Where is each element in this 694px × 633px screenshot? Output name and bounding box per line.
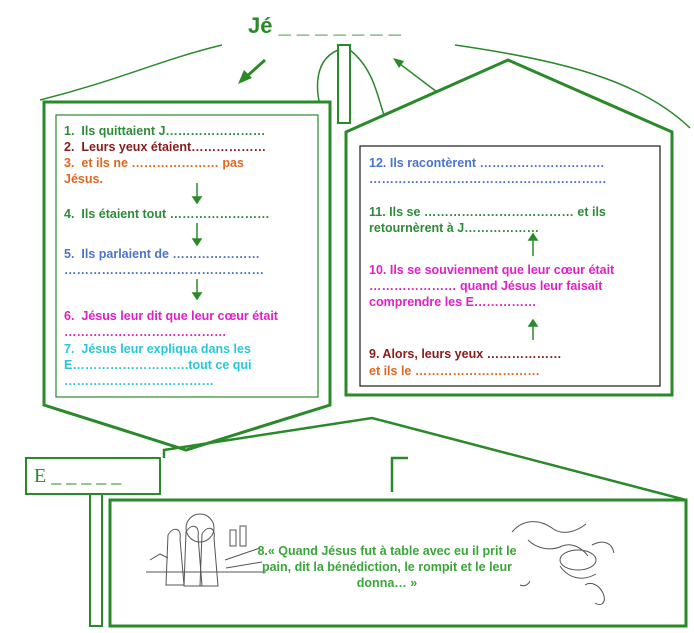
left-item-6-number: 6. xyxy=(64,309,75,323)
left-item-5-text: Ils parlaient de ………………… ………………………………………… xyxy=(64,247,264,277)
right-arrows xyxy=(527,232,539,340)
right-item-9: 9. Alors, leurs yeux ……………… xyxy=(369,347,562,361)
left-item-5-number: 5. xyxy=(64,247,75,261)
arrow-to-left-head xyxy=(238,70,252,84)
right-item-10: 10. Ils se souviennent que leur cœur éta… xyxy=(369,263,615,309)
left-arrows xyxy=(191,183,203,301)
left-item-4-number: 4. xyxy=(64,207,75,221)
bottom-box xyxy=(108,498,688,628)
right-item-9b: et ils le ………………………… xyxy=(369,364,540,378)
left-item-1-number: 1. xyxy=(64,124,75,138)
right-item-12: 12. Ils racontèrent ………………………… ………………………… xyxy=(369,156,607,186)
hands-bread-sketch xyxy=(511,521,615,606)
roof-line-right xyxy=(454,44,691,129)
bottom-notch xyxy=(390,456,408,492)
left-item-7: 7. Jésus leur expliqua dans les E…………………… xyxy=(64,341,312,389)
title-strap-right xyxy=(349,49,386,119)
left-item-1-text: Ils quittaient J…………………… xyxy=(81,124,266,138)
left-item-3-number: 3. xyxy=(64,156,75,170)
arrow-from-right-head xyxy=(393,58,404,68)
left-item-1: 1. Ils quittaient J…………………… xyxy=(64,123,314,139)
left-item-3: 3. et ils ne ………………… pas Jésus. xyxy=(64,155,254,187)
title-word-puzzle: Jé _ _ _ _ _ _ _ xyxy=(248,13,401,38)
arrow-from-right-house xyxy=(399,63,438,93)
left-inner-box xyxy=(55,114,319,398)
left-item-5: 5. Ils parlaient de ………………… ………………………………… xyxy=(64,246,310,278)
bottom-quote: 8.« Quand Jésus fut à table avec eu il p… xyxy=(257,544,517,590)
left-item-7-number: 7. xyxy=(64,342,75,356)
left-item-7-text: Jésus leur expliqua dans les E……………………….… xyxy=(64,342,252,388)
left-item-6-text: Jésus leur dit que leur cœur était ……………… xyxy=(64,309,278,339)
e-box-frame xyxy=(25,457,161,495)
title-pole xyxy=(337,44,351,124)
left-item-2-number: 2. xyxy=(64,140,75,154)
left-item-3-text: et ils ne ………………… pas Jésus. xyxy=(64,156,244,186)
travellers-sketch xyxy=(146,513,266,587)
bottom-word-puzzle: E _ _ _ _ _ xyxy=(34,465,122,487)
right-item-11: 11. Ils se ……………………………… et ils retournèr… xyxy=(369,205,606,235)
e-pole xyxy=(89,493,103,627)
left-item-4-text: Ils étaient tout …………………… xyxy=(81,207,270,221)
left-item-2-text: Leurs yeux étaient……………… xyxy=(81,140,267,154)
left-item-4: 4. Ils étaient tout …………………… xyxy=(64,206,314,222)
right-inner-box xyxy=(359,145,661,387)
left-item-6: 6. Jésus leur dit que leur cœur était ……… xyxy=(64,308,312,340)
left-item-2: 2. Leurs yeux étaient……………… xyxy=(64,139,314,155)
roof-line-left xyxy=(39,44,223,101)
